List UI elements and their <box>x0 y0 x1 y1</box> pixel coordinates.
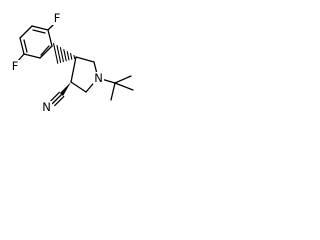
molecule-structure-diagram: F F N N <box>10 11 134 114</box>
aryl-double-bond-inner-1 <box>32 29 46 34</box>
tbu-methyl-right <box>114 82 134 91</box>
nitrogen-ring-label: N <box>94 71 103 85</box>
atom-fluorine-left: F <box>10 59 20 73</box>
ring-bond-c3-c4 <box>70 56 77 83</box>
aryl-bond-c5-c6 <box>23 53 41 59</box>
ring-bond-c2-c3 <box>70 81 87 93</box>
aryl-bond-c1-c2 <box>47 29 53 47</box>
aryl-double-bond-inner-3 <box>40 45 50 56</box>
atom-nitrogen-ring: N <box>93 71 104 85</box>
aryl-bond-c6-c1 <box>39 45 53 59</box>
ring-bond-c4-c5 <box>75 56 95 63</box>
aryl-bond-c4-c5 <box>19 37 25 55</box>
tbu-methyl-top <box>114 75 132 84</box>
hashed-wedge-aryl <box>53 43 76 64</box>
tbu-methyl-bottom <box>110 82 116 101</box>
atom-nitrogen-nitrile: N <box>41 100 52 114</box>
aryl-double-bond-inner-2 <box>23 39 28 53</box>
bold-wedge-nitrile <box>60 82 71 96</box>
fluorine-left-label: F <box>12 59 19 73</box>
nitrogen-nitrile-label: N <box>42 100 51 114</box>
aryl-bond-c3-c4 <box>19 25 33 39</box>
nitrile-triple-bond <box>49 91 65 107</box>
difluorophenyl-ring <box>16 21 57 63</box>
atom-fluorine-top: F <box>52 11 62 25</box>
aryl-bond-c2-c3 <box>31 25 49 31</box>
fluorine-top-label: F <box>54 11 61 25</box>
